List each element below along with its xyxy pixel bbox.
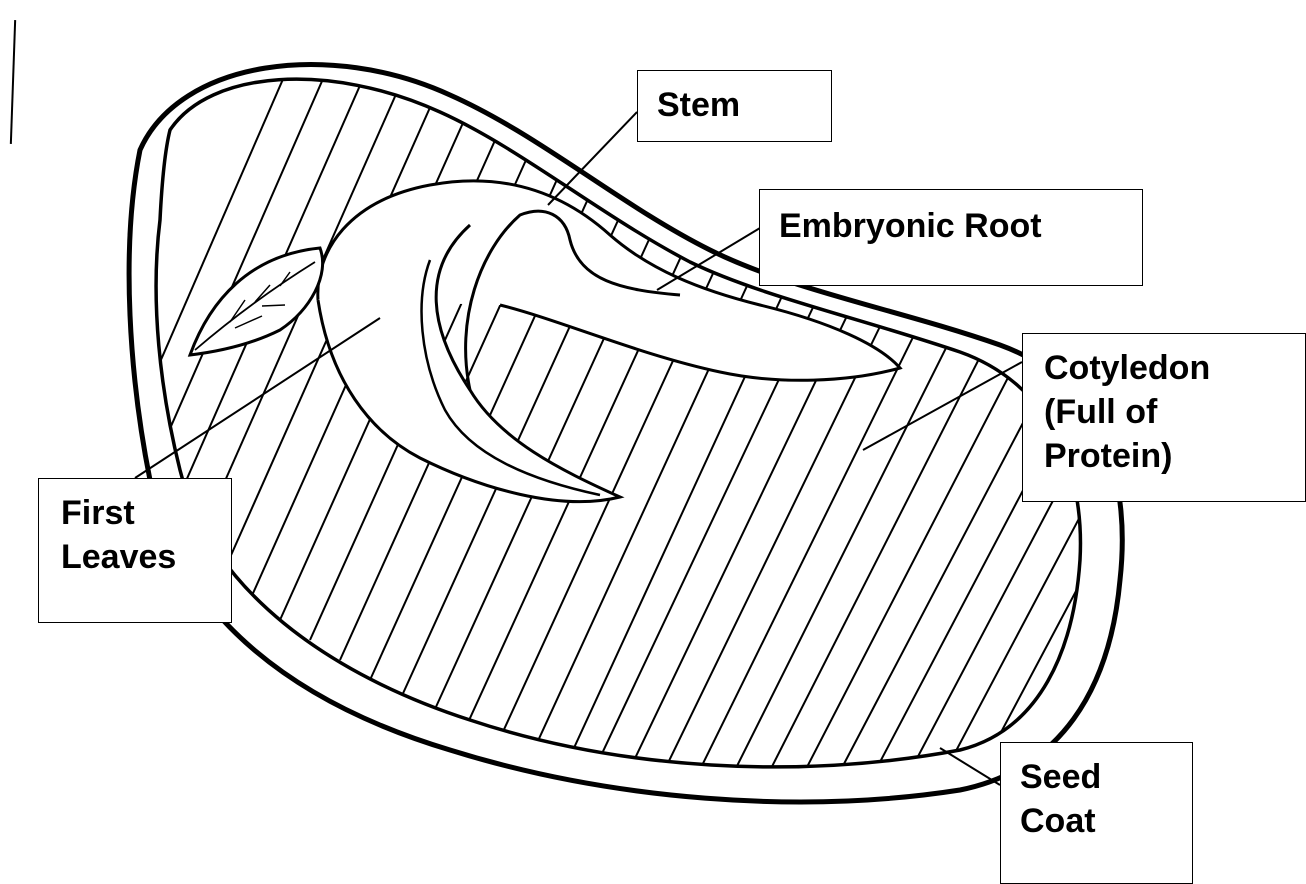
seed-coat-inner [156,79,1080,767]
label-stem-text: Stem [657,83,831,127]
label-embryonic-root: Embryonic Root [759,189,1143,286]
leader-cotyledon [863,362,1022,450]
label-cotyledon: Cotyledon (Full of Protein) [1022,333,1306,502]
label-embryonic-root-text: Embryonic Root [779,204,1142,248]
label-first-leaves: First Leaves [38,478,232,623]
label-stem: Stem [637,70,832,142]
label-seed-coat-text: Seed Coat [1020,755,1192,843]
label-cotyledon-text: Cotyledon (Full of Protein) [1044,346,1305,478]
label-first-leaves-text: First Leaves [61,491,231,579]
leader-first-leaves [135,318,380,478]
seed-coat-outer [129,64,1122,801]
leader-seed-coat [940,748,1000,785]
leader-root [657,228,760,290]
label-seed-coat: Seed Coat [1000,742,1193,884]
